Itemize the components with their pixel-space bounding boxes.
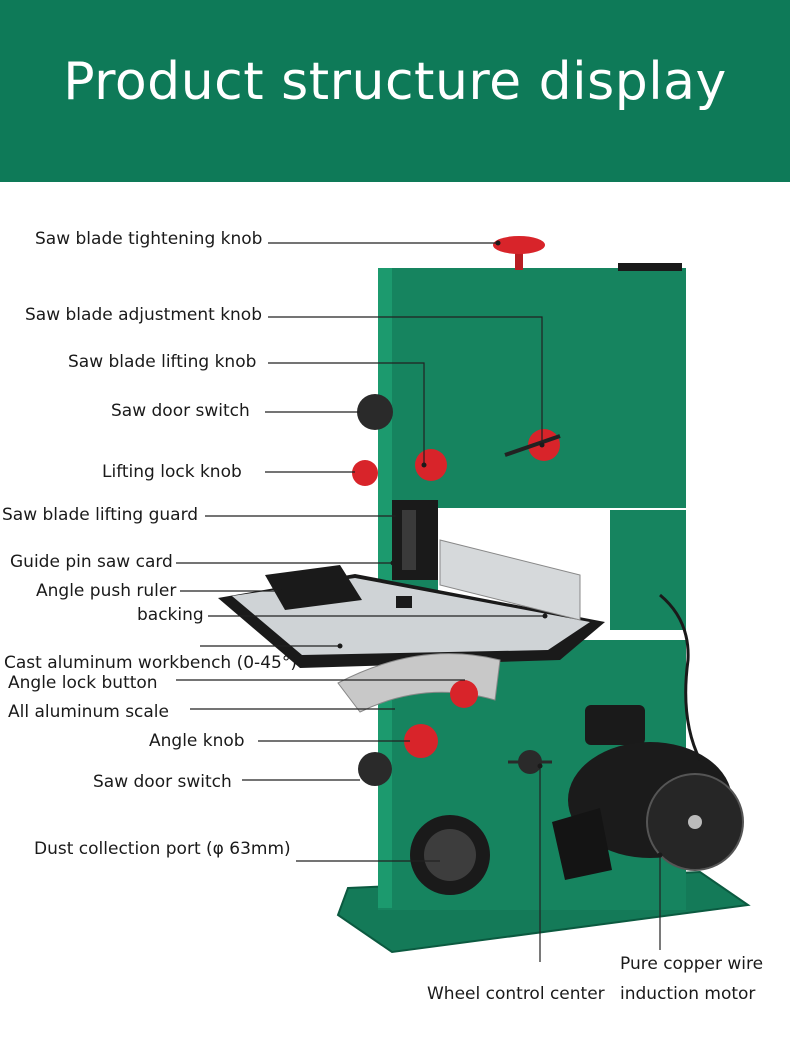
dust-port-inner bbox=[424, 829, 476, 881]
label-angle-knob: Angle knob bbox=[149, 731, 245, 751]
dot-adjustment bbox=[539, 442, 545, 448]
title-banner: Product structure display bbox=[0, 0, 790, 182]
label-angle-lock: Angle lock button bbox=[8, 673, 158, 693]
motor-terminal-box bbox=[552, 808, 612, 880]
label-door-switch-lower: Saw door switch bbox=[93, 772, 232, 792]
motor-mount bbox=[585, 705, 645, 745]
dot-guide-pin bbox=[390, 560, 396, 566]
diagram-stage: Saw blade tightening knob Saw blade adju… bbox=[0, 182, 790, 1039]
dot-wheel-control bbox=[537, 763, 543, 769]
angle-lock-button-icon bbox=[450, 680, 478, 708]
dot-push-ruler bbox=[277, 588, 283, 594]
dot-motor bbox=[657, 852, 663, 858]
leader-adjustment bbox=[268, 316, 543, 445]
label-motor-line2: induction motor bbox=[620, 984, 756, 1004]
label-tightening-knob: Saw blade tightening knob bbox=[35, 229, 263, 249]
label-motor-line1: Pure copper wire bbox=[620, 954, 764, 974]
adjustment-knob-handle bbox=[504, 434, 561, 457]
aluminum-scale bbox=[337, 653, 501, 713]
leader-dots bbox=[277, 240, 663, 858]
rip-fence bbox=[439, 539, 581, 621]
label-lifting-guard: Saw blade lifting guard bbox=[2, 505, 199, 525]
dot-guard bbox=[395, 513, 401, 519]
angle-knob-icon bbox=[404, 724, 438, 758]
label-angle-push-ruler: Angle push ruler bbox=[36, 581, 177, 601]
motor-shaft bbox=[688, 815, 702, 829]
lifting-knob-icon bbox=[415, 449, 447, 481]
lifting-lock-knob-icon bbox=[352, 460, 378, 486]
dot-backing bbox=[542, 613, 548, 619]
blade-guard-post bbox=[402, 510, 416, 570]
label-adjustment-knob: Saw blade adjustment knob bbox=[25, 305, 263, 325]
label-workbench: Cast aluminum workbench (0-45°) bbox=[4, 653, 297, 673]
label-lifting-knob: Saw blade lifting knob bbox=[68, 352, 257, 372]
dot-lifting-knob bbox=[421, 462, 427, 468]
upper-door-switch-icon bbox=[357, 394, 393, 430]
page-title: Product structure display bbox=[63, 52, 727, 112]
dot-workbench bbox=[337, 643, 343, 649]
label-scale: All aluminum scale bbox=[8, 702, 169, 722]
label-dust-port: Dust collection port (φ 63mm) bbox=[34, 839, 291, 859]
lower-door-switch-icon bbox=[358, 752, 392, 786]
tightening-knob-icon bbox=[493, 236, 545, 254]
tightening-knob-stem bbox=[515, 248, 523, 270]
label-lifting-lock-knob: Lifting lock knob bbox=[102, 462, 242, 482]
label-backing: backing bbox=[137, 605, 204, 625]
leader-lifting-knob bbox=[268, 362, 425, 465]
label-guide-pin: Guide pin saw card bbox=[10, 552, 173, 572]
band-saw-illustration bbox=[176, 236, 751, 962]
power-cord bbox=[659, 593, 702, 761]
label-wheel-control: Wheel control center bbox=[427, 984, 605, 1004]
top-cap bbox=[618, 263, 682, 271]
blade-slot bbox=[396, 596, 412, 608]
label-door-switch-upper: Saw door switch bbox=[111, 401, 250, 421]
dot-tightening bbox=[495, 240, 501, 246]
angle-push-ruler bbox=[265, 565, 362, 610]
leader-lines bbox=[176, 242, 661, 962]
